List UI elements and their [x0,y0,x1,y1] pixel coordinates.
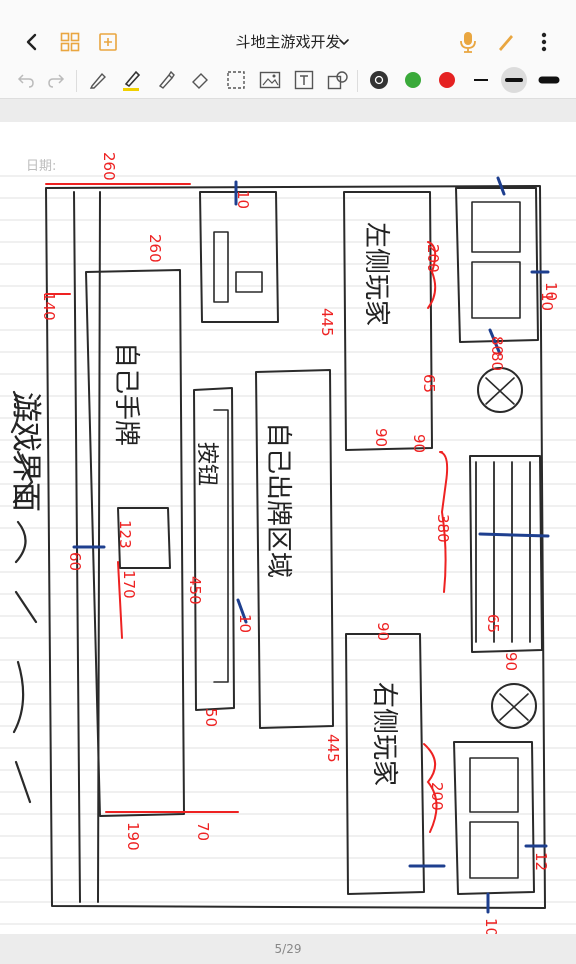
stroke-thick-icon[interactable] [537,68,561,92]
stroke-thin-icon[interactable] [469,68,493,92]
image-icon[interactable] [258,68,282,92]
dimension-annotation: 10 [236,614,254,633]
marker-icon[interactable] [154,68,178,92]
dimension-annotation: 80 [488,352,506,371]
app-header: 斗地主游戏开发 [0,0,576,63]
dimension-annotation: 80 [488,336,506,355]
dimension-annotation: 260 [146,234,164,263]
date-label: 日期: [26,159,57,174]
dimension-annotation: 90 [374,622,392,641]
dimension-annotation: 50 [202,708,220,727]
page-title[interactable]: 斗地主游戏开发 [235,33,341,51]
handwritten-sketch: 2602601014044590659020010808038065909044… [8,152,560,934]
dimension-annotation: 445 [318,308,336,337]
right-avatar-box [453,741,535,895]
dimension-annotation: 10 [234,190,252,209]
stroke-medium-icon[interactable] [501,67,527,93]
screen-label-strokes [10,390,38,804]
card-stack [469,455,543,653]
pen-icon[interactable] [494,30,518,54]
dimension-annotation: 10 [542,282,560,301]
grid-view-icon[interactable] [58,30,82,54]
left-avatar-box [455,187,539,343]
own-hand-label: 自己手牌 [111,342,141,446]
page-indicator: 5/29 [0,934,576,960]
drawing-toolbar [0,62,576,99]
screen-label: 游戏界面 [8,392,43,512]
dimension-annotation: 123 [116,520,134,549]
own-hand-area [85,269,185,817]
more-vertical-icon[interactable] [536,30,552,54]
dimension-annotation: 260 [100,152,118,181]
chevron-down-icon[interactable] [336,30,352,54]
highlighter-pen-icon[interactable] [120,68,144,92]
left-player-label: 左侧玩家 [361,222,391,326]
eraser-icon[interactable] [188,68,212,92]
buttons-area [193,387,235,711]
shape-icon[interactable] [326,68,350,92]
color-swatch-black[interactable] [367,68,391,92]
lasso-select-icon[interactable] [224,68,248,92]
dimension-annotation: 60 [66,552,84,571]
dimension-annotation: 10 [538,292,556,311]
left-player-box [343,191,433,451]
screen-frame [45,185,546,909]
toolbar-divider [76,70,77,92]
dimension-annotation: 10 [482,918,500,934]
note-page[interactable]: 日期: [0,122,576,934]
bookmark-icon[interactable] [96,30,120,54]
card-box [117,507,171,569]
text-tool-icon[interactable] [292,68,316,92]
dimension-annotation: 450 [186,576,204,605]
dimension-annotation: 90 [502,652,520,671]
left-avatar-circle [477,367,523,413]
dimension-annotation: 140 [40,292,58,321]
ruled-lines [0,175,576,925]
dimension-annotation: 65 [420,374,438,393]
dimension-annotation: 90 [410,434,428,453]
dimension-annotation: 200 [428,782,446,811]
chevron-left-icon[interactable] [22,30,42,54]
dimension-annotation: 12 [532,852,550,871]
toolbar-divider [357,70,358,92]
own-played-area [255,369,334,729]
deck-slot [199,191,279,323]
dimension-annotation: 90 [372,428,390,447]
pencil-icon[interactable] [86,68,110,92]
dimension-annotation: 170 [120,570,138,599]
right-avatar-circle [491,683,537,729]
color-swatch-red[interactable] [435,68,459,92]
dimension-annotation: 380 [434,514,452,543]
undo-icon[interactable] [14,68,38,92]
dimension-annotation: 70 [194,822,212,841]
redo-icon[interactable] [44,68,68,92]
own-played-label: 自己出牌区域 [263,422,293,578]
dimension-annotation: 65 [484,614,502,633]
dimension-annotation: 200 [424,244,442,273]
dimension-annotation: 445 [324,734,342,763]
dimension-annotation: 190 [124,822,142,851]
microphone-icon[interactable] [456,30,480,54]
right-player-label: 右侧玩家 [369,682,399,786]
buttons-label: 按钮 [194,442,219,486]
color-swatch-green[interactable] [401,68,425,92]
right-player-box [345,633,425,895]
